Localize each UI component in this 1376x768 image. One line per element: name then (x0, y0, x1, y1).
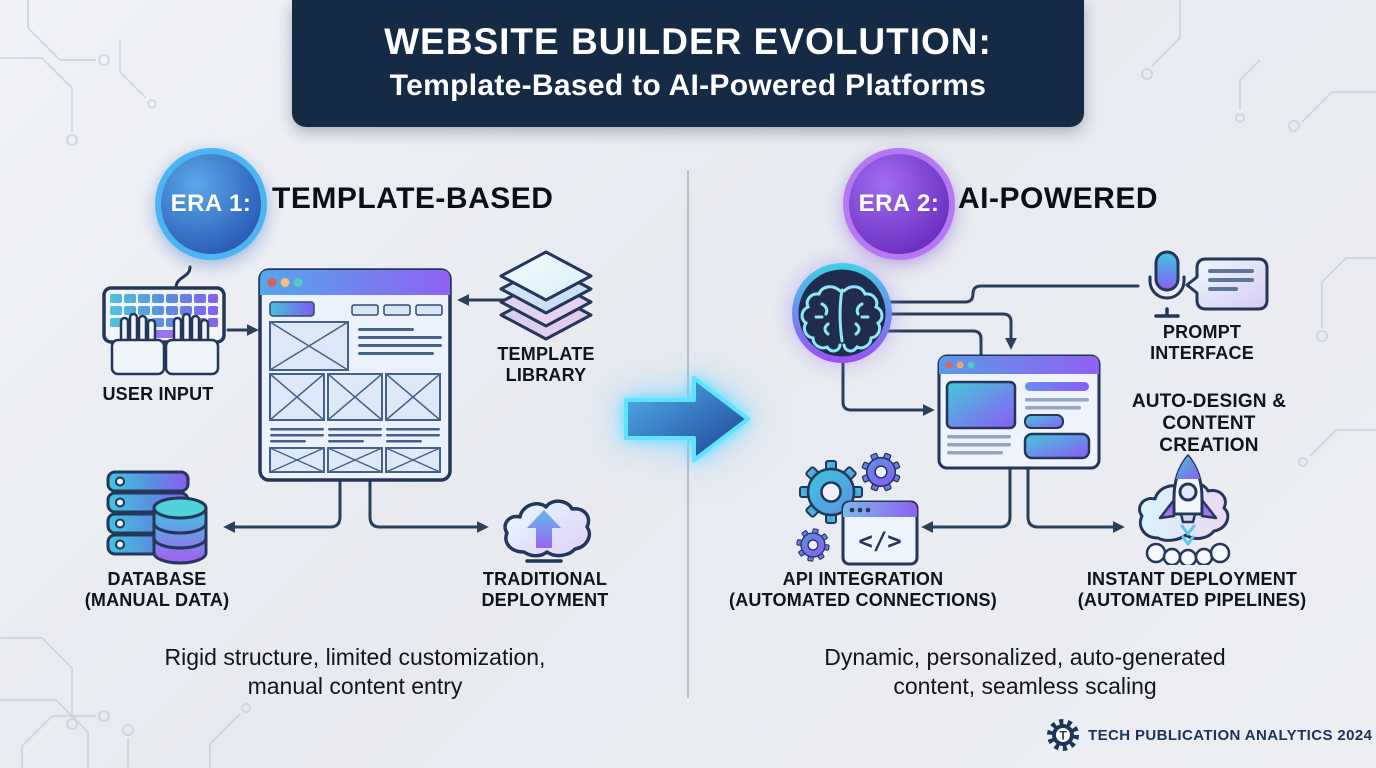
user-input-label: USER INPUT (102, 384, 214, 404)
footer-credit: TECH PUBLICATION ANALYTICS 2024 (1088, 727, 1373, 744)
template-library-label: TEMPLATE LIBRARY (497, 344, 595, 385)
gears-code-icon: </> (793, 452, 919, 566)
era1-badge: ERA 1: (155, 148, 267, 260)
prompt-interface-label: PROMPT INTERFACE (1150, 322, 1254, 363)
page-subtitle: Template-Based to AI-Powered Platforms (389, 69, 987, 102)
auto-design-label: AUTO-DESIGN & CONTENT CREATION (1131, 391, 1287, 457)
era1-caption: Rigid structure, limited customization, … (164, 644, 546, 700)
cloud-upload-icon (503, 499, 592, 563)
database-icon (106, 470, 208, 565)
keyboard-hands-icon (102, 265, 226, 376)
gear-logo-icon: T (1047, 719, 1079, 751)
era1-badge-label: ERA 1: (170, 190, 252, 217)
instant-deployment-label: INSTANT DEPLOYMENT (AUTOMATED PIPELINES) (1077, 569, 1307, 610)
header-banner: WEBSITE BUILDER EVOLUTION: Template-Base… (292, 0, 1084, 127)
speech-bubble-icon (1185, 257, 1269, 311)
era2-caption: Dynamic, personalized, auto-generated co… (824, 644, 1226, 700)
browser-wireframe-icon (258, 268, 452, 482)
era2-badge: ERA 2: (843, 148, 955, 260)
ai-brain-icon (792, 263, 892, 363)
api-integration-label: API INTEGRATION (AUTOMATED CONNECTIONS) (729, 569, 997, 610)
rocket-cloud-icon (1138, 454, 1231, 565)
gear-logo-letter: T (1059, 729, 1067, 743)
microphone-icon (1148, 250, 1186, 318)
transition-arrow-icon (624, 376, 750, 462)
era2-heading: AI-POWERED (958, 182, 1158, 215)
traditional-deployment-label: TRADITIONAL DEPLOYMENT (481, 569, 609, 610)
era2-badge-label: ERA 2: (858, 190, 940, 217)
template-stack-icon (499, 250, 593, 341)
era1-heading: TEMPLATE-BASED (272, 182, 554, 215)
ai-browser-icon (937, 354, 1101, 470)
code-glyph: </> (858, 527, 901, 555)
page-title: WEBSITE BUILDER EVOLUTION: (384, 21, 992, 62)
database-label: DATABASE (MANUAL DATA) (84, 569, 230, 610)
